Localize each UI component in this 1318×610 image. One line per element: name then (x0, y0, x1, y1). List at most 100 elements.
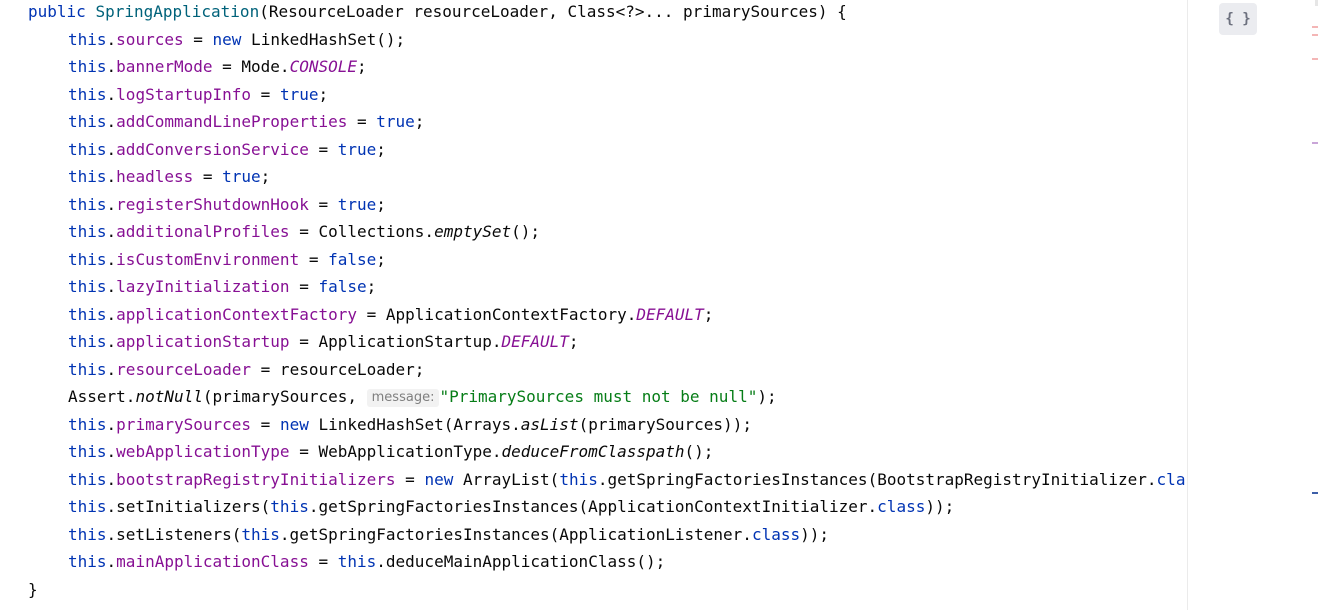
code-editor[interactable]: public SpringApplication(ResourceLoader … (0, 0, 1187, 610)
code-text: . (106, 470, 117, 489)
field-name: addCommandLineProperties (116, 112, 348, 131)
keyword-this: this (68, 30, 107, 49)
scrollbar-thumb[interactable] (1315, 0, 1318, 6)
keyword-this: this (68, 305, 107, 324)
code-line[interactable]: this.headless = true; (68, 163, 270, 190)
keyword-this: this (337, 552, 377, 571)
code-text: . (106, 552, 117, 571)
code-line[interactable]: this.setInitializers(this.getSpringFacto… (68, 493, 954, 520)
code-text: Assert. (68, 387, 136, 406)
keyword-this: this (68, 195, 107, 214)
code-text: = (308, 195, 338, 214)
keyword-new: new (279, 415, 309, 434)
code-text: )); (925, 497, 955, 516)
error-stripe-marker[interactable] (1312, 34, 1318, 36)
code-text: ; (414, 112, 425, 131)
keyword-literal: false (318, 277, 367, 296)
static-method-call: asList (520, 415, 579, 434)
code-text: ; (376, 195, 386, 214)
keyword-literal: true (337, 140, 377, 159)
error-stripe-marker[interactable] (1312, 492, 1318, 494)
code-text: . (106, 415, 117, 434)
keyword-this: this (559, 470, 598, 489)
code-line[interactable]: this.mainApplicationClass = this.deduceM… (68, 548, 665, 575)
field-name: additionalProfiles (116, 222, 290, 241)
code-line[interactable]: this.addConversionService = true; (68, 136, 386, 163)
code-text: . (106, 140, 117, 159)
code-line[interactable]: this.resourceLoader = resourceLoader; (68, 356, 424, 383)
code-line[interactable]: this.lazyInitialization = false; (68, 273, 376, 300)
code-line[interactable]: Assert.notNull(primarySources, message:"… (68, 383, 777, 410)
keyword-new: new (212, 30, 242, 49)
code-text: = (347, 112, 377, 131)
code-text: .getSpringFactoriesInstances(BootstrapRe… (597, 470, 1157, 489)
keyword-class: class (751, 525, 801, 544)
code-text: )); (800, 525, 830, 544)
code-line[interactable]: this.setListeners(this.getSpringFactorie… (68, 521, 829, 548)
code-line-closing-brace[interactable]: } (28, 576, 38, 603)
field-name: logStartupInfo (116, 85, 252, 104)
error-stripe-marker[interactable] (1312, 58, 1318, 60)
code-text: (primarySources, (202, 387, 367, 406)
keyword-literal: false (328, 250, 377, 269)
reader-mode-button[interactable]: { } (1219, 3, 1257, 35)
static-constant: DEFAULT (501, 332, 569, 351)
keyword-literal: true (376, 112, 415, 131)
code-text: = WebApplicationType. (289, 442, 502, 461)
code-line[interactable]: this.logStartupInfo = true; (68, 81, 328, 108)
code-line[interactable]: this.additionalProfiles = Collections.em… (68, 218, 540, 245)
keyword-literal: true (222, 167, 261, 186)
parameter-hint: message: (366, 389, 440, 407)
code-text: = (308, 552, 338, 571)
code-text: . (106, 442, 117, 461)
keyword-this: this (68, 57, 107, 76)
field-name: headless (116, 167, 194, 186)
field-name: applicationContextFactory (116, 305, 357, 324)
code-text: (); (684, 442, 714, 461)
field-name: webApplicationType (116, 442, 290, 461)
code-text: ArrayList( (453, 470, 560, 489)
field-name: bannerMode (116, 57, 213, 76)
code-text: .getSpringFactoriesInstances(Application… (279, 525, 752, 544)
string-literal: "PrimarySources must not be null" (439, 387, 758, 406)
keyword-this: this (68, 470, 107, 489)
error-stripe-marker[interactable] (1312, 142, 1318, 144)
field-name: applicationStartup (116, 332, 290, 351)
code-text: . (106, 30, 117, 49)
keyword-this: this (68, 167, 107, 186)
field-name: resourceLoader (116, 360, 252, 379)
code-line-signature[interactable]: public SpringApplication(ResourceLoader … (28, 0, 847, 25)
code-text: = ApplicationStartup. (289, 332, 502, 351)
code-line[interactable]: this.isCustomEnvironment = false; (68, 246, 386, 273)
code-text: . (106, 332, 117, 351)
code-line[interactable]: this.webApplicationType = WebApplication… (68, 438, 713, 465)
code-text: } (28, 580, 38, 599)
code-line[interactable]: this.primarySources = new LinkedHashSet(… (68, 411, 752, 438)
code-line[interactable]: this.applicationStartup = ApplicationSta… (68, 328, 579, 355)
static-method-call: emptySet (434, 222, 512, 241)
keyword-this: this (241, 525, 280, 544)
error-stripe-marker[interactable] (1312, 26, 1318, 28)
code-text: = Mode. (212, 57, 290, 76)
code-line[interactable]: this.addCommandLineProperties = true; (68, 108, 424, 135)
static-constant: DEFAULT (636, 305, 704, 324)
code-text: ; (366, 277, 377, 296)
code-line[interactable]: this.bootstrapRegistryInitializers = new… (68, 466, 1187, 493)
code-text: = (193, 167, 223, 186)
code-text: = (299, 250, 329, 269)
code-line[interactable]: this.applicationContextFactory = Applica… (68, 301, 713, 328)
keyword-this: this (68, 277, 107, 296)
keyword-this: this (68, 222, 107, 241)
field-name: bootstrapRegistryInitializers (116, 470, 396, 489)
code-line[interactable]: this.bannerMode = Mode.CONSOLE; (68, 53, 367, 80)
code-text: = (289, 277, 319, 296)
code-line[interactable]: this.registerShutdownHook = true; (68, 191, 386, 218)
code-text: .getSpringFactoriesInstances(Application… (308, 497, 878, 516)
code-text: .deduceMainApplicationClass(); (376, 552, 666, 571)
code-line[interactable]: this.sources = new LinkedHashSet(); (68, 26, 405, 53)
code-text: ; (260, 167, 271, 186)
field-name: primarySources (116, 415, 252, 434)
static-method-call: deduceFromClasspath (501, 442, 685, 461)
code-text: = (308, 140, 338, 159)
code-text: (ResourceLoader resourceLoader, Class<?>… (259, 2, 847, 21)
